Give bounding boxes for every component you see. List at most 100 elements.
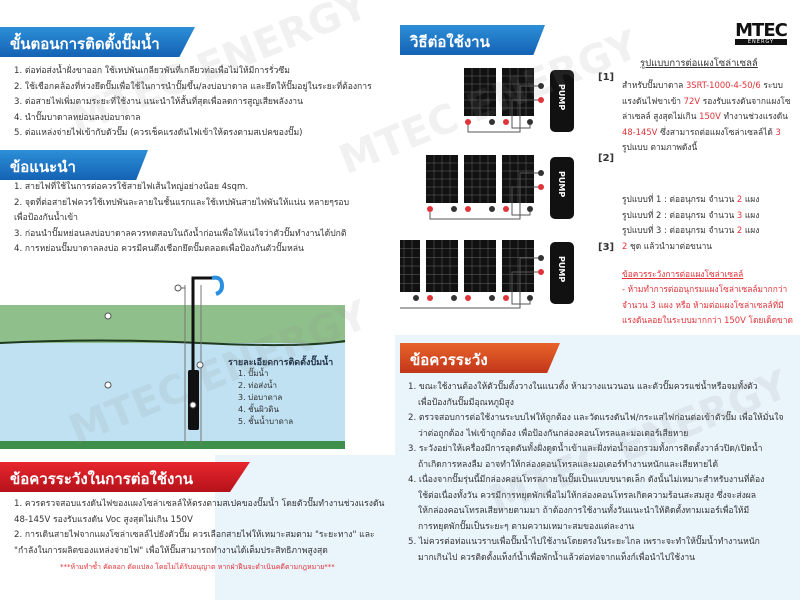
usage-header: วิธีต่อใช้งาน	[400, 25, 545, 55]
list-item: 4. เนื่องจากปั๊มรุ่นนี้มีกล่องคอนโทรลภาย…	[408, 475, 765, 485]
pump-icon	[550, 242, 574, 304]
pump-negative	[538, 170, 544, 176]
mode-line: รูปแบบที่ 1 : ต่ออนุกรม จำนวน 2 แผง	[622, 192, 792, 208]
text: แผง	[742, 209, 760, 220]
list-item: 5. ไม่ควรต่อท่อแนวราบเพื่อปั๊มน้ำไปใช้งา…	[408, 537, 760, 547]
list-item: 4. การหย่อนปั๊มบาดาลลงบ่อ ควรมีคนดึงเชือ…	[14, 244, 304, 254]
list-item: 2. ตรวจสอบการต่อใช้งานระบบไฟให้ถูกต้อง แ…	[408, 413, 784, 423]
negative-terminal	[527, 206, 533, 212]
list-item: 5. ชั้นน้ำบาดาล	[238, 417, 294, 426]
positive-terminal	[503, 119, 509, 125]
list-item: 1. ปั๊มน้ำ	[238, 369, 269, 378]
ground-layer	[0, 305, 345, 343]
list-item: 3. ก่อนนำปั๊มหย่อนลงบ่อบาดาลควรทดสอบในถั…	[14, 228, 347, 239]
wire	[400, 257, 538, 309]
install-steps: 1. ต่อท่อส่งน้ำฝั่งขาออก ใช้เทปพันเกลียว…	[14, 64, 372, 142]
negative-terminal	[489, 295, 495, 301]
pump-label: PUMP	[557, 84, 566, 110]
text: รูปแบบ ตามภาพดังนี้	[622, 142, 698, 152]
list-item: 3. ระวังอย่าให้เครื่องมีการอุดตันทั้งฝั่…	[408, 444, 763, 454]
negative-terminal	[489, 119, 495, 125]
well-diagram	[0, 275, 346, 449]
positive-terminal	[465, 206, 471, 212]
caution-panel-bg	[395, 335, 800, 600]
highlight-text: 48-145V	[622, 126, 658, 137]
positive-terminal	[465, 295, 471, 301]
connection-header: ข้อควรระวังในการต่อใช้งาน	[0, 462, 250, 492]
list-item: 2. ท่อส่งน้ำ	[238, 381, 278, 390]
caution-list: 1. ขณะใช้งานต้องให้ตัวปั๊มตั้งวางในแนวตั…	[408, 380, 783, 566]
negative-terminal	[489, 206, 495, 212]
solar-warning-title: ข้อควรระวังการต่อแผงโซล่าเซลล์	[622, 269, 744, 279]
positive-terminal	[503, 206, 509, 212]
highlight-text: 2	[736, 225, 743, 235]
text: ระบบแรงดันไฟขาเข้า	[622, 80, 783, 106]
solar-modes: รูปแบบที่ 1 : ต่ออนุกรม จำนวน 2 แผงรูปแบ…	[622, 192, 792, 254]
wire	[429, 172, 538, 220]
list-item: เพื่อป้องกันน้ำเข้า	[14, 213, 78, 223]
list-item: 3. บ่อบาดาล	[238, 393, 283, 402]
negative-terminal	[413, 295, 419, 301]
install-header: ขั้นตอนการติดตั้งปั๊มน้ำ	[0, 27, 195, 57]
solar-spec: สำหรับปั๊มบาดาล 3SRT-1000-4-50/6 ระบบแรง…	[622, 78, 792, 156]
highlight-text: 3	[775, 126, 781, 137]
highlight-text: 3SRT-1000-4-50/6	[685, 80, 761, 90]
wire	[511, 99, 538, 129]
pump-body	[188, 370, 199, 430]
list-item: 4. ชั้นผิวดิน	[238, 405, 279, 414]
pump-icon	[550, 157, 574, 219]
list-item: 2. จุดที่ต่อสายไฟควรใช้เทปพันละลายในชั้น…	[14, 197, 350, 208]
mode-label-3: [3]	[598, 242, 615, 253]
highlight-text: 150V	[699, 111, 721, 121]
positive-terminal	[427, 206, 433, 212]
copyright-notice: ***ห้ามทำซ้ำ คัดลอก ดัดแปลง โดยไม่ได้รับ…	[60, 563, 335, 571]
list-item: 1. ขณะใช้งานต้องให้ตัวปั๊มตั้งวางในแนวตั…	[408, 382, 758, 392]
text: รองรับแรงดันจากแผงโซล่าเซลล์ สูงสุดไม่เก…	[622, 95, 791, 122]
text: ชุด แล้วนำมาต่อขนาน	[627, 240, 713, 251]
text: รูปแบบที่ 2 : ต่ออนุกรม จำนวน	[622, 209, 737, 220]
mode-label-1: [1]	[598, 72, 615, 83]
mode-line: รูปแบบที่ 3 : ต่ออนุกรม จำนวน 2 แผง	[622, 223, 792, 239]
list-item: มากเกินไป ควรติดตั้งแท็งก์น้ำเพื่อพักน้ำ…	[418, 552, 696, 563]
highlight-text: 2	[736, 194, 743, 204]
wire	[511, 271, 538, 305]
mode-line: 2 ชุด แล้วนำมาต่อขนาน	[622, 239, 792, 255]
positive-terminal	[465, 119, 471, 125]
list-item: 48-145V รองรับแรงดัน Voc สูงสุดไม่เกิน 1…	[14, 514, 193, 525]
negative-terminal	[451, 206, 457, 212]
pump-negative	[538, 255, 544, 261]
pump-label: PUMP	[557, 256, 566, 282]
list-item: 2. ใช้เชือกคล้องที่ห่วงยึดปั๊มเพื่อใช้ใน…	[14, 81, 372, 92]
solar-title: รูปแบบการต่อแผงโซล่าเซลล์	[640, 58, 758, 69]
negative-terminal	[451, 295, 457, 301]
wire	[511, 186, 538, 216]
list-item: 1. สายไฟที่ใช้ในการต่อควรใช้สายไฟเส้นใหญ…	[14, 182, 249, 192]
list-item: 1. ต่อท่อส่งน้ำฝั่งขาออก ใช้เทปพันเกลียว…	[14, 66, 290, 76]
mode-line: รูปแบบที่ 2 : ต่ออนุกรม จำนวน 3 แผง	[622, 208, 792, 224]
highlight-text: 72V	[683, 95, 701, 106]
text: รูปแบบที่ 3 : ต่ออนุกรม จำนวน	[622, 225, 737, 235]
caution-header: ข้อควรระวัง	[400, 343, 560, 373]
list-item: 4. นำปั๊มบาดาลหย่อนลงบ่อบาดาล	[14, 112, 141, 123]
positive-terminal	[503, 295, 509, 301]
list-item: ใช้ต่อเนื่องทั้งวัน ควรมีการหยุดพักเพื่อ…	[418, 490, 757, 501]
diagram-legend-title: รายละเอียดการติดตั้งปั๊มน้ำ	[228, 358, 334, 368]
positive-terminal	[427, 295, 433, 301]
pump-positive	[538, 269, 544, 275]
list-item: "กำลังในการผลิตของแหล่งจ่ายไฟ" เพื่อให้ป…	[14, 545, 328, 556]
pump-negative	[538, 83, 544, 89]
list-item: ว่าต่อถูกต้อง ไฟเข้าถูกต้อง เพื่อป้องกัน…	[418, 428, 689, 439]
advice-header: ข้อแนะนำ	[0, 150, 148, 180]
connection-panel-bg	[215, 455, 395, 600]
list-item: 5. ต่อแหล่งจ่ายไฟเข้ากับตัวปั๊ม (ควรเช็ค…	[14, 128, 303, 138]
text: ทำงานช่วงแรงดัน	[720, 111, 788, 121]
list-item: การหยุดพักปั๊มเป็นระยะๆ ตามความเหมาะสมขอ…	[418, 521, 635, 532]
pump-icon	[550, 70, 574, 132]
list-item: 1. ควรตรวจสอบแรงดันไฟของแผงโซล่าเซลล์ให้…	[14, 499, 385, 509]
discharge-pipe	[191, 276, 212, 375]
text: สำหรับปั๊มบาดาล	[622, 80, 686, 90]
advice-list: 1. สายไฟที่ใช้ในการต่อควรใช้สายไฟเส้นใหญ…	[14, 180, 349, 258]
connection-list: 1. ควรตรวจสอบแรงดันไฟของแผงโซล่าเซลล์ให้…	[14, 497, 384, 559]
highlight-text: 3	[736, 209, 743, 220]
